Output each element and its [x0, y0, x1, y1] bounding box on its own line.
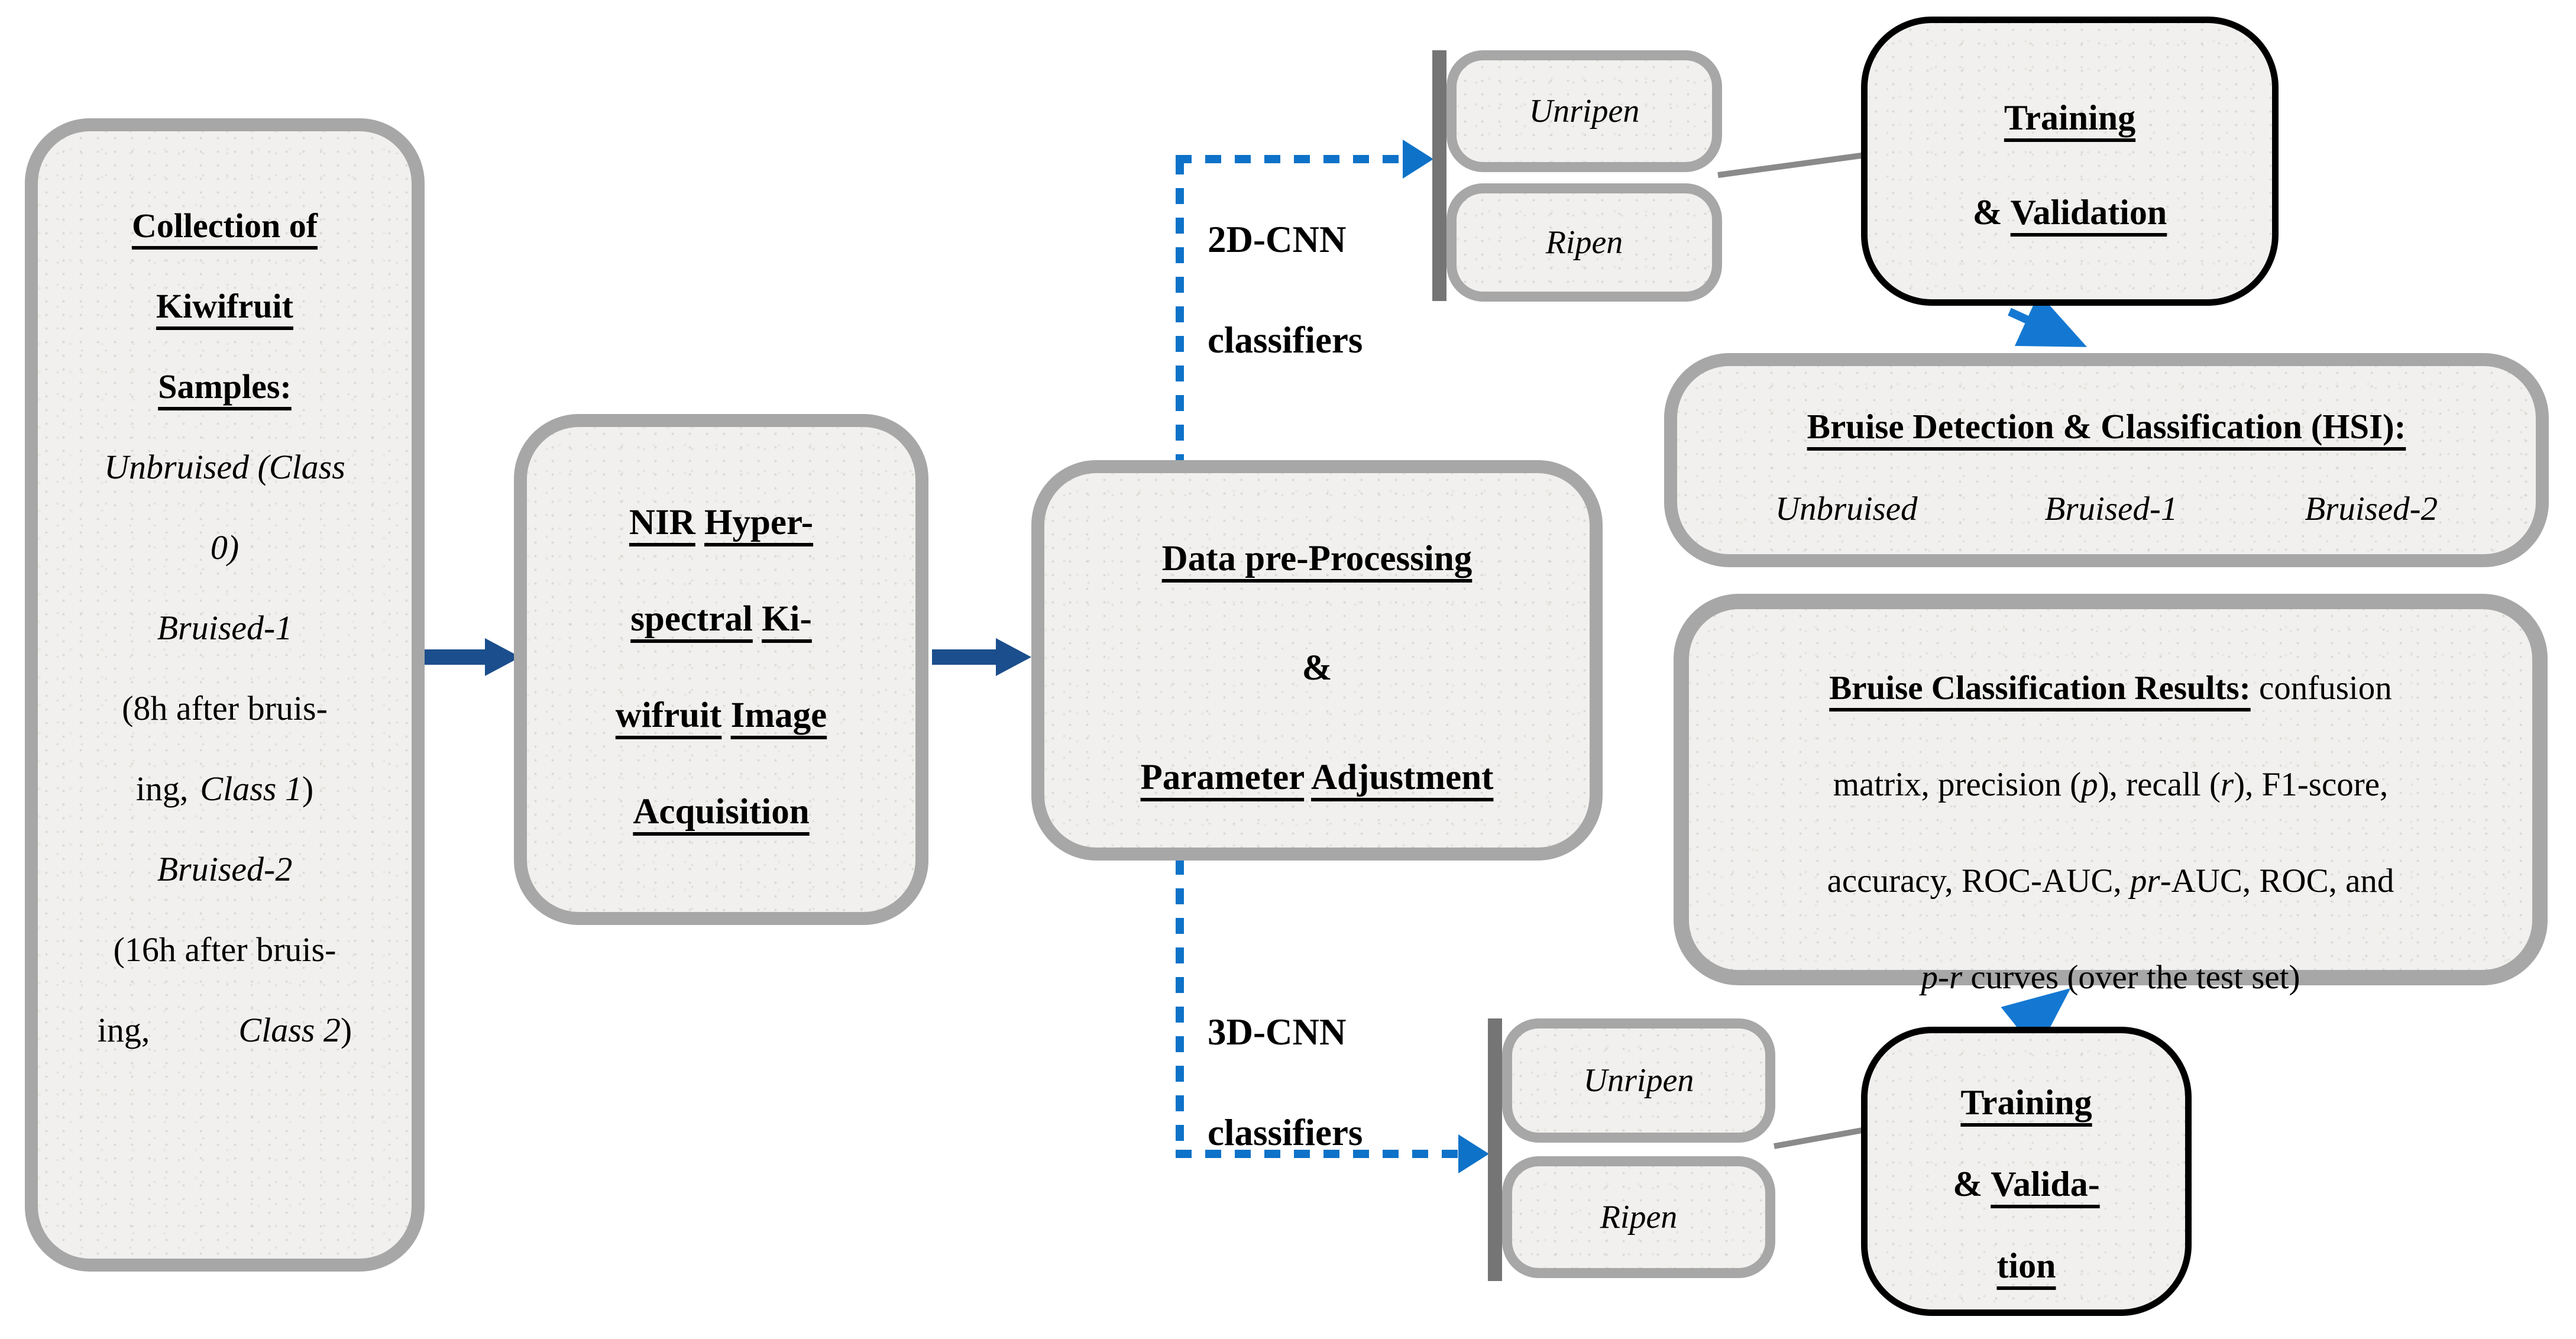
- class-bruised2: Bruised-2: [2305, 490, 2438, 528]
- unripen-label: Unripen: [1583, 1062, 1694, 1099]
- classification-results-box: Bruise Classification Results: confusion…: [1674, 594, 2548, 996]
- cnn2d-classifiers-label: 2D-CNN classifiers: [1208, 189, 1363, 390]
- training-line2: & Valida-: [1953, 1165, 2100, 1204]
- training-line3: tion: [1996, 1246, 2056, 1285]
- ripen-box-2d: Ripen: [1446, 183, 1722, 302]
- cnn3d-line2: classifiers: [1208, 1112, 1363, 1153]
- dotted-arrowhead-3d-icon: [1458, 1134, 1489, 1173]
- training-validation-text: Training & Validation: [1868, 23, 2272, 260]
- cnn3d-line1: 3D-CNN: [1208, 1011, 1347, 1053]
- nir-line3: wifruit Image: [615, 696, 827, 735]
- bruised2-label: Bruised-2: [157, 850, 293, 888]
- dotted-arrowhead-2d-icon: [1403, 140, 1433, 179]
- collection-samples-text: Collection of Kiwifruit Samples: Unbruis…: [38, 131, 412, 1070]
- arrow-head-icon: [996, 638, 1031, 676]
- training-validation-text: Training & Valida- tion: [1868, 1033, 2185, 1306]
- cnn3d-classifiers-label: 3D-CNN classifiers: [1208, 982, 1363, 1183]
- nir-line2: spectral Ki-: [630, 599, 812, 639]
- bruised2-detail-line2: ing,Class 2): [97, 1011, 352, 1049]
- results-line4: p-r curves (over the test set): [1921, 959, 2300, 996]
- bruised1-detail-line1: (8h after bruis-: [122, 689, 328, 727]
- bruised1-label: Bruised-1: [157, 609, 293, 647]
- bottom-stack-bracket-bar: [1488, 1018, 1502, 1281]
- arrow-shaft: [423, 649, 485, 665]
- diagonal-arrow-top: [2008, 293, 2088, 347]
- nir-line1: NIR Hyper-: [629, 503, 814, 542]
- class-bruised1: Bruised-1: [2044, 490, 2178, 528]
- cnn2d-line2: classifiers: [1208, 319, 1363, 361]
- arrow-shaft: [932, 649, 996, 665]
- connector-line-bottom: [1774, 1127, 1866, 1149]
- preprocessing-amp: &: [1302, 648, 1332, 688]
- dotted-connector-2d-vertical: [1176, 159, 1184, 461]
- ripen-box-3d: Ripen: [1502, 1156, 1775, 1278]
- collection-title-line2: Kiwifruit: [156, 287, 293, 325]
- class0-line2: 0): [210, 528, 240, 567]
- collection-samples-box: Collection of Kiwifruit Samples: Unbruis…: [25, 118, 425, 1272]
- results-line1: Bruise Classification Results: confusion: [1829, 670, 2392, 707]
- preprocessing-line1: Data pre-Processing: [1161, 539, 1473, 578]
- bruised1-detail-line2: ing,Class 1): [135, 769, 314, 808]
- results-line3: accuracy, ROC-AUC, pr-AUC, ROC, and: [1827, 862, 2394, 900]
- class0-line1: Unbruised (Class: [104, 448, 345, 486]
- bruise-detection-title: Bruise Detection & Classification (HSI):: [1807, 407, 2406, 446]
- preprocessing-line3: Parameter Adjustment: [1140, 758, 1494, 797]
- nir-acquisition-box: NIR Hyper- spectral Ki- wifruit Image Ac…: [514, 414, 928, 925]
- dotted-connector-2d-horizontal: [1176, 155, 1403, 163]
- bruise-detection-text: Bruise Detection & Classification (HSI):…: [1677, 366, 2536, 551]
- nir-acquisition-text: NIR Hyper- spectral Ki- wifruit Image Ac…: [527, 427, 915, 860]
- unripen-box-3d: Unripen: [1502, 1018, 1775, 1143]
- training-line1: Training: [2004, 98, 2136, 137]
- preprocessing-text: Data pre-Processing & Parameter Adjustme…: [1044, 473, 1590, 832]
- bruise-detection-box: Bruise Detection & Classification (HSI):…: [1664, 353, 2549, 567]
- cnn2d-line1: 2D-CNN: [1208, 219, 1347, 260]
- training-validation-box-3d: Training & Valida- tion: [1861, 1027, 2192, 1316]
- classification-results-text: Bruise Classification Results: confusion…: [1689, 609, 2532, 1026]
- collection-title-line3: Samples:: [158, 367, 292, 406]
- block-arrow-nir-to-preprocessing: [932, 638, 1031, 677]
- unripen-box-2d: Unripen: [1446, 50, 1722, 172]
- dotted-connector-3d-vertical: [1176, 859, 1184, 1153]
- class-unbruised: Unbruised: [1775, 490, 1918, 528]
- ripen-label: Ripen: [1545, 224, 1623, 261]
- bruised2-detail-line1: (16h after bruis-: [113, 930, 336, 969]
- connector-line-top: [1717, 152, 1866, 178]
- results-line2: matrix, precision (p), recall (r), F1-sc…: [1833, 766, 2389, 803]
- training-line1: Training: [1960, 1083, 2092, 1122]
- unripen-label: Unripen: [1529, 93, 1640, 130]
- training-line2: & Validation: [1972, 193, 2167, 232]
- collection-title-line1: Collection of: [131, 206, 318, 245]
- nir-line4: Acquisition: [633, 792, 810, 832]
- preprocessing-box: Data pre-Processing & Parameter Adjustme…: [1031, 460, 1603, 861]
- block-arrow-collection-to-nir: [423, 638, 520, 677]
- ripen-label: Ripen: [1600, 1199, 1678, 1235]
- bruise-detection-classes: Unbruised Bruised-1 Bruised-2: [1775, 468, 2438, 551]
- top-stack-bracket-bar: [1432, 50, 1446, 301]
- dotted-connector-3d-horizontal: [1176, 1150, 1458, 1158]
- training-validation-box-2d: Training & Validation: [1861, 17, 2279, 306]
